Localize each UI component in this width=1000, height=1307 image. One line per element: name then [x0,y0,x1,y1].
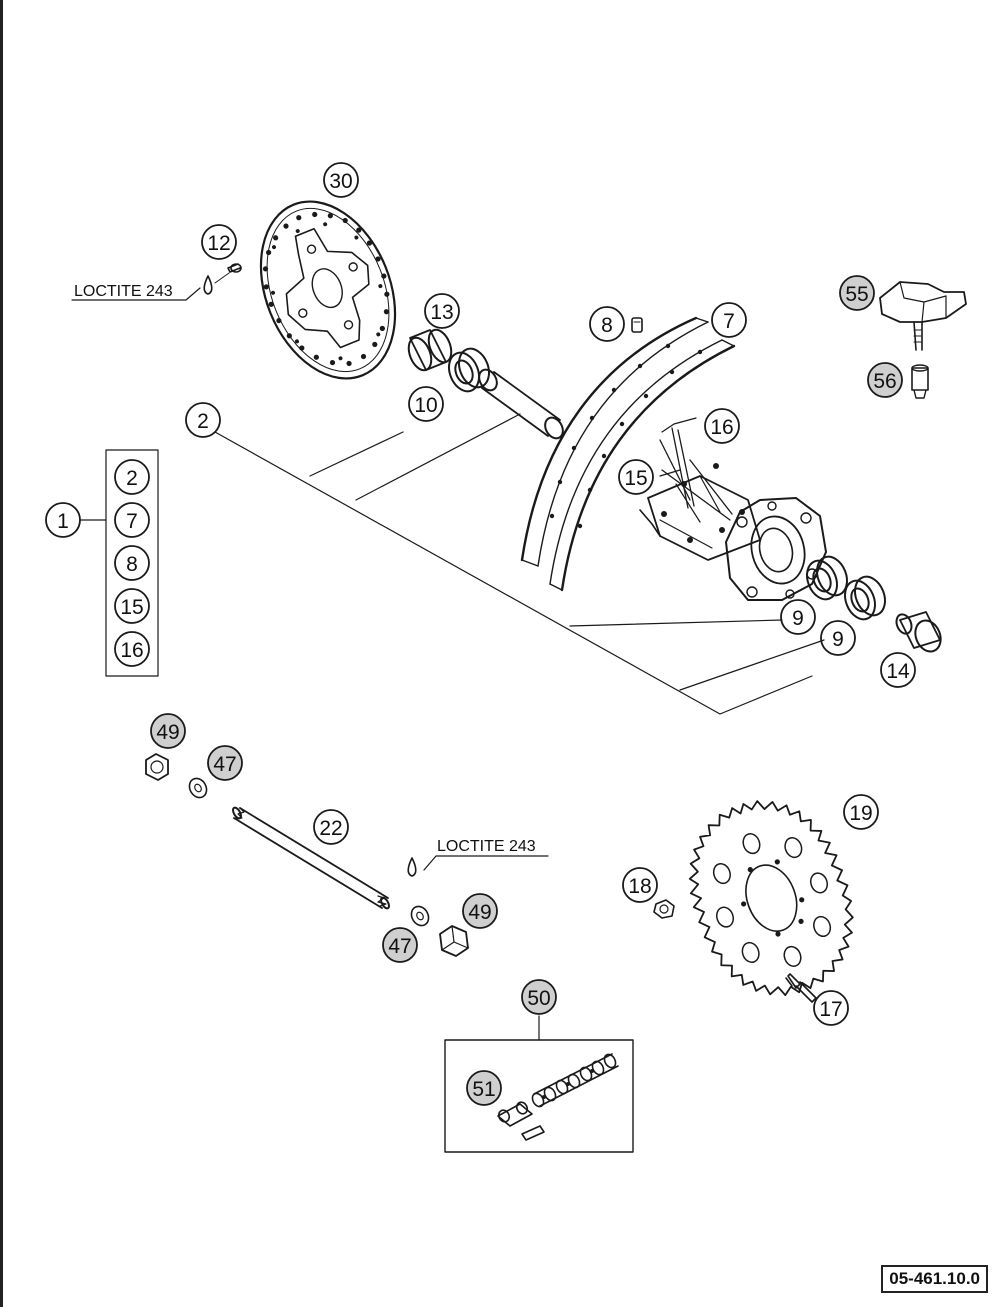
disc-screw[interactable] [227,263,242,273]
callout-9b: 9 [820,620,856,656]
callout-9a: 9 [780,599,816,635]
callout-56: 56 [867,362,903,398]
svg-text:17: 17 [819,998,842,1021]
spokes[interactable] [659,427,733,521]
svg-text:22: 22 [319,817,342,840]
axle-nut-right[interactable] [439,925,469,957]
svg-text:15: 15 [120,596,143,619]
sprocket-screw[interactable] [785,973,817,1003]
chain-section[interactable] [530,1052,619,1108]
callout-50: 50 [521,979,557,1015]
kit-item-7: 7 [114,502,150,538]
svg-text:9: 9 [832,628,844,651]
svg-text:12: 12 [207,232,230,255]
svg-text:18: 18 [628,875,651,898]
svg-text:51: 51 [472,1078,495,1101]
kit-item-15: 15 [114,588,150,624]
svg-text:56: 56 [873,370,896,393]
callout-19: 19 [843,794,879,830]
svg-text:49: 49 [468,901,491,924]
callout-51: 51 [466,1070,502,1106]
svg-text:2: 2 [126,467,138,490]
svg-text:8: 8 [126,553,138,576]
rear-sprocket[interactable] [666,780,876,1016]
svg-text:1: 1 [57,510,69,533]
sprocket-nut[interactable] [653,899,675,919]
callout-1: 1 [45,502,81,538]
callout-2: 2 [185,402,221,438]
svg-text:8: 8 [601,314,613,337]
axle-nut-left[interactable] [145,753,169,781]
callout-18: 18 [622,867,658,903]
chain-master-link[interactable] [497,1100,545,1141]
callout-49-right: 49 [462,893,498,929]
wheel-hub[interactable] [639,463,827,601]
callout-7: 7 [711,302,747,338]
wheel-kit-box [105,449,159,677]
wheel-bearing-left[interactable] [444,344,495,396]
callout-49-left: 49 [150,713,186,749]
leader-lines [71,287,825,1041]
callout-47-left: 47 [207,745,243,781]
svg-text:9: 9 [792,607,804,630]
page-border-left [0,0,3,1307]
svg-text:47: 47 [388,935,411,958]
loctite-note-top: LOCTITE 243 [74,283,173,300]
brake-disc[interactable] [236,181,420,398]
wheel-bearing-9b[interactable] [840,572,891,624]
washer-right[interactable] [408,903,432,928]
callout-17: 17 [813,990,849,1026]
svg-text:14: 14 [886,660,910,683]
distance-sleeve[interactable] [476,366,567,441]
callout-22: 22 [313,809,349,845]
callout-10: 10 [408,386,444,422]
kit-item-8: 8 [114,545,150,581]
kit-item-16: 16 [114,631,150,667]
svg-text:30: 30 [329,170,352,193]
svg-text:47: 47 [213,753,236,776]
svg-text:49: 49 [156,721,179,744]
wheel-axle[interactable] [231,806,390,910]
spacer-14[interactable] [894,611,945,655]
callout-12: 12 [201,224,237,260]
washer-left[interactable] [186,775,210,800]
callout-30: 30 [323,162,359,198]
svg-text:10: 10 [414,394,437,417]
callout-13: 13 [424,293,460,329]
svg-text:16: 16 [710,416,733,439]
svg-text:2: 2 [197,410,209,433]
spoke-nipple[interactable] [631,317,643,333]
callout-47-right: 47 [382,927,418,963]
loctite-note-axle: LOCTITE 243 [437,838,536,855]
svg-text:19: 19 [849,802,872,825]
callout-8-top: 8 [589,306,625,342]
svg-text:50: 50 [527,987,550,1010]
kit-item-2: 2 [114,459,150,495]
svg-text:55: 55 [845,283,868,306]
callout-14: 14 [880,652,916,688]
callout-15: 15 [618,459,654,495]
chain-adjuster[interactable] [879,281,967,351]
adjuster-bolt[interactable] [911,364,929,399]
svg-text:16: 16 [120,639,143,662]
callout-16: 16 [704,408,740,444]
wheel-bearing-9a[interactable] [802,552,853,604]
wheel-rim[interactable] [520,316,736,592]
loctite-drop-icon [203,275,213,295]
loctite-drop-axle-icon [407,857,417,877]
svg-text:13: 13 [430,301,453,324]
svg-text:7: 7 [723,310,735,333]
svg-text:7: 7 [126,510,138,533]
drawing-code: 05-461.10.0 [881,1265,988,1293]
spacer-13[interactable] [404,326,455,373]
callout-55: 55 [839,275,875,311]
svg-text:15: 15 [624,467,647,490]
